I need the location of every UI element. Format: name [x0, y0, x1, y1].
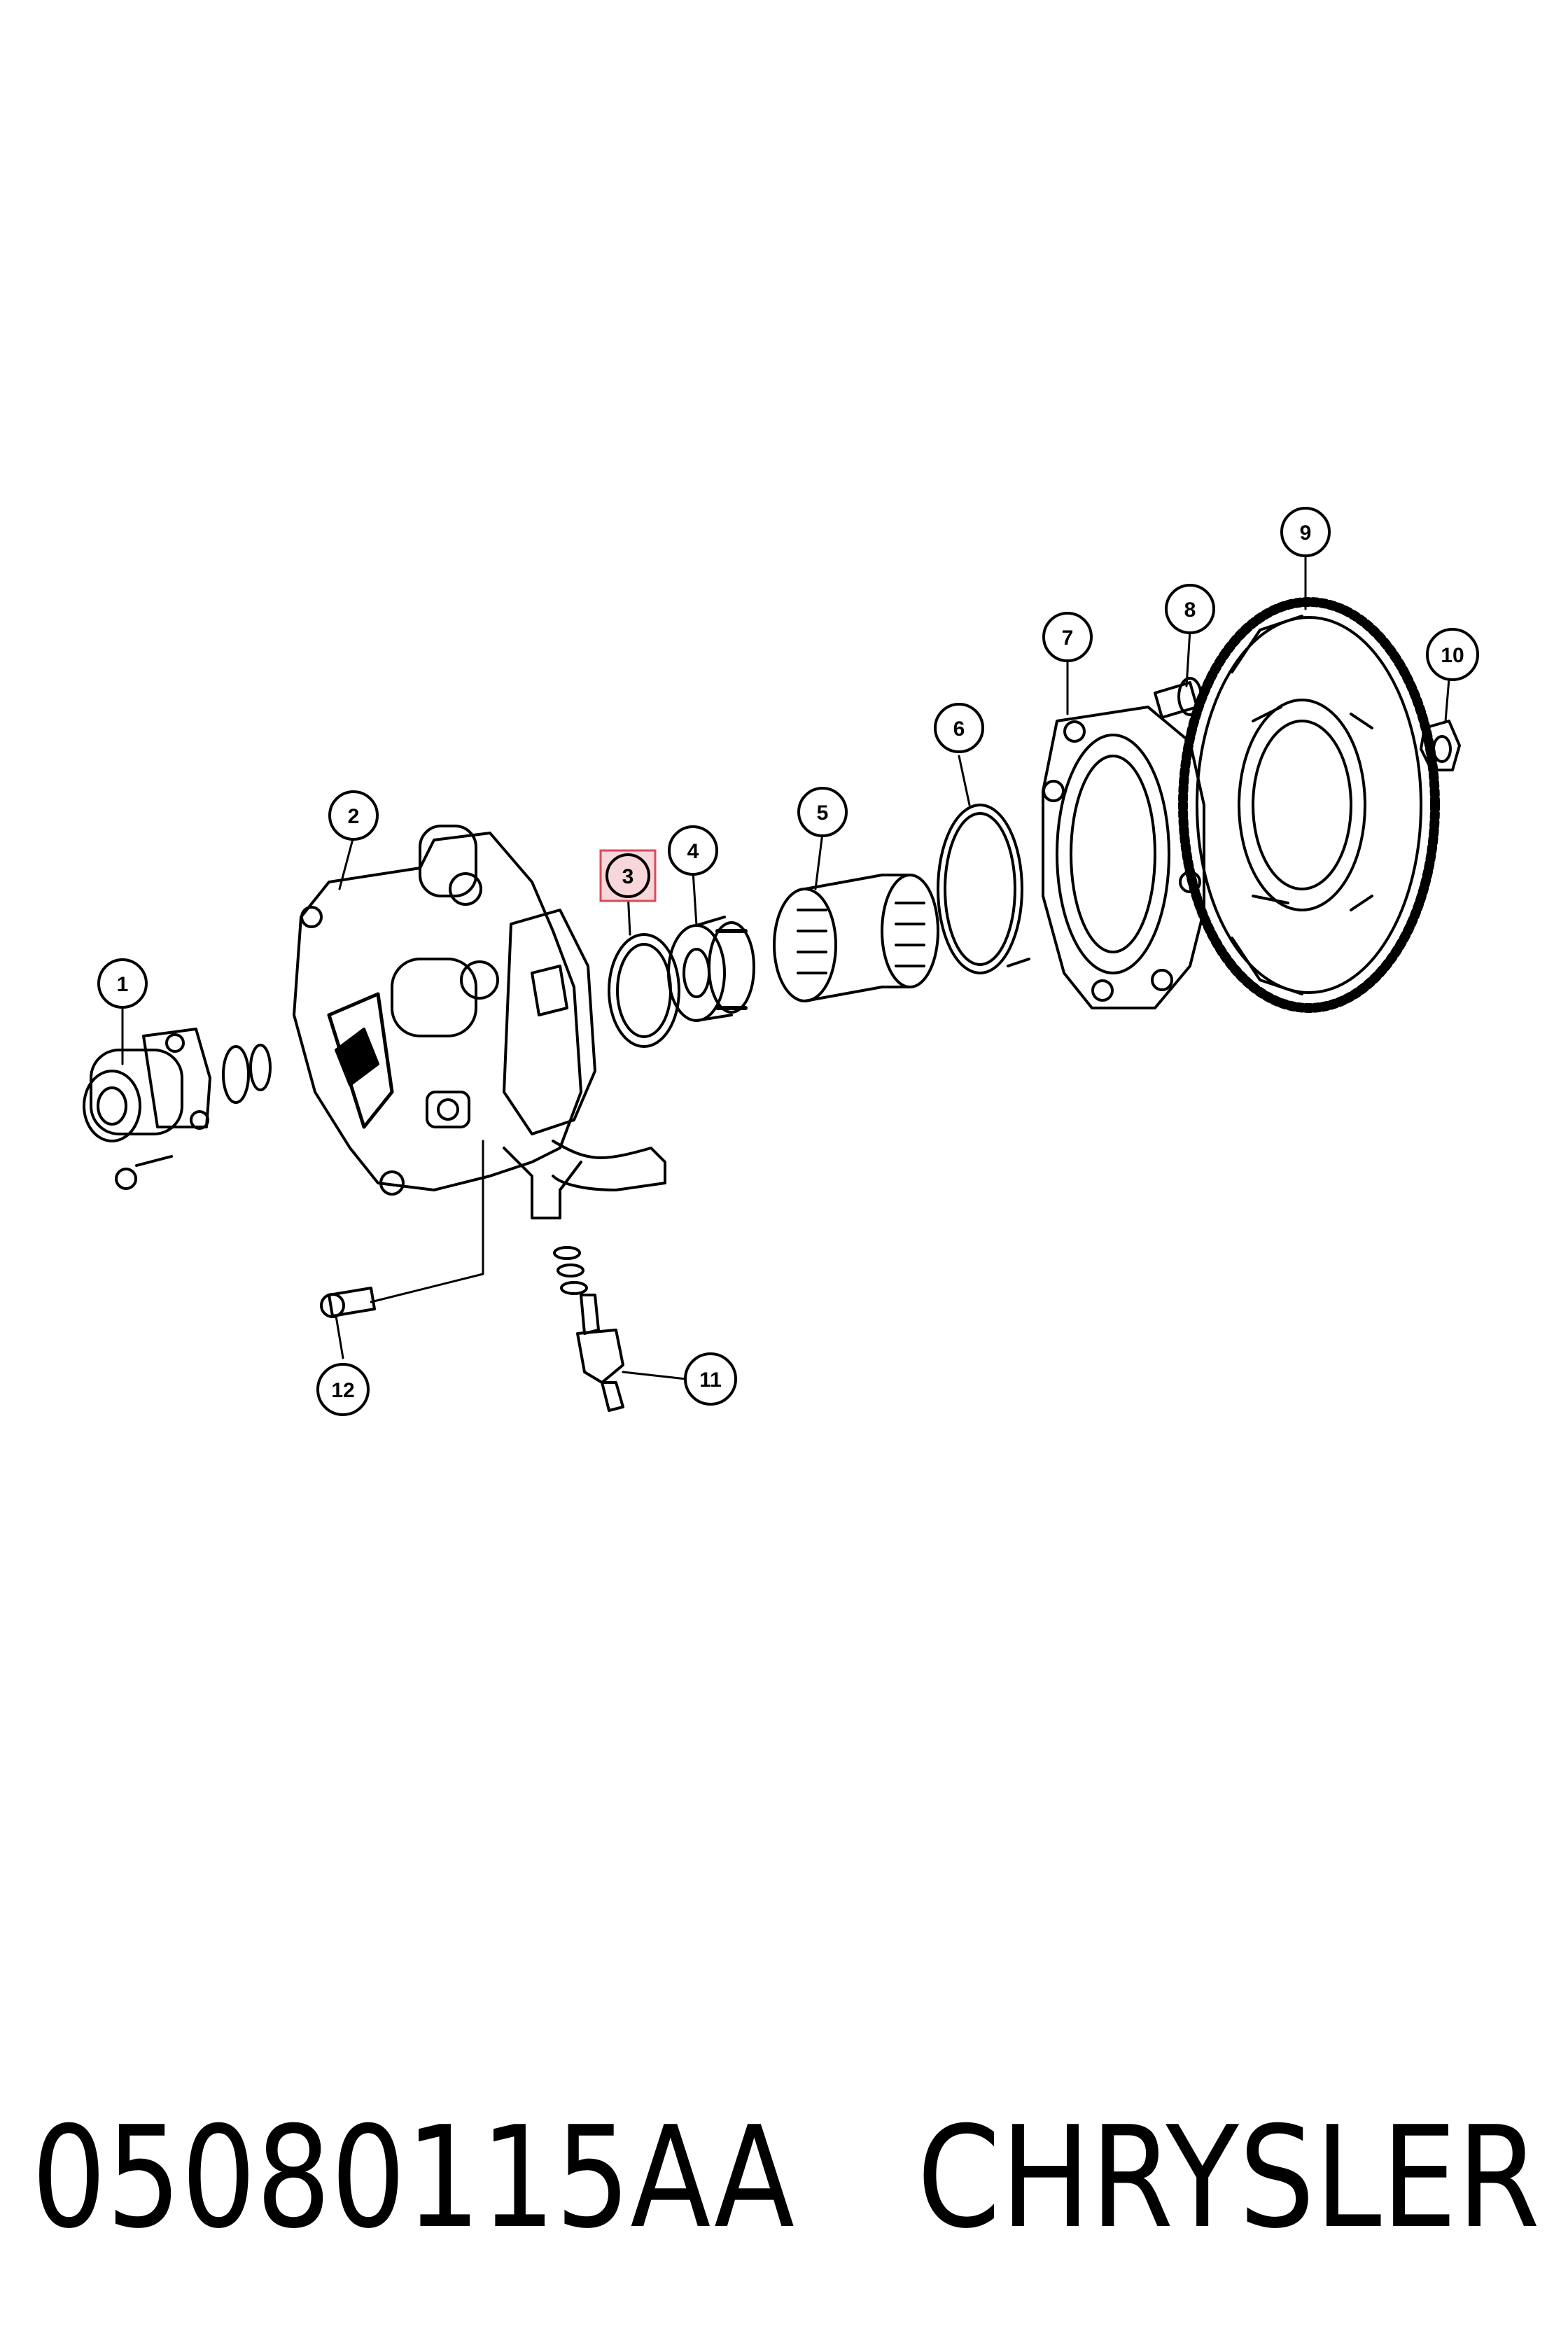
callout-8: 8	[1165, 584, 1215, 634]
callout-1: 1	[97, 958, 148, 1009]
callout-2: 2	[328, 790, 379, 841]
callout-2-label: 2	[348, 805, 360, 828]
callout-3-label: 3	[622, 865, 634, 888]
callout-12: 12	[316, 1363, 370, 1416]
callout-11: 11	[684, 1352, 737, 1406]
callout-6-label: 6	[953, 718, 965, 741]
callout-3-highlighted: 3	[599, 849, 657, 902]
callout-4-label: 4	[687, 840, 699, 863]
part-4-bearing	[667, 916, 755, 1022]
callout-7: 7	[1042, 612, 1093, 662]
part-9-gear	[1178, 597, 1440, 1013]
part-11-sensor	[553, 1246, 624, 1412]
part-7-housing	[1042, 706, 1205, 1009]
callout-1-label: 1	[117, 973, 129, 996]
callout-10: 10	[1426, 628, 1479, 681]
part-10-nut	[1420, 720, 1461, 771]
brand-name: CHRYSLER	[917, 2096, 1540, 2260]
callout-10-label: 10	[1441, 644, 1464, 667]
callout-9: 9	[1280, 507, 1331, 557]
callout-5: 5	[797, 787, 848, 837]
part-6-snap-ring	[937, 804, 1030, 974]
callout-11-label: 11	[699, 1368, 722, 1392]
part-number: 05080115AA	[31, 2096, 794, 2260]
callout-9-label: 9	[1300, 522, 1312, 545]
callout-12-label: 12	[331, 1379, 354, 1402]
part-1-valve	[83, 1028, 272, 1190]
callout-4: 4	[668, 825, 718, 876]
callout-8-label: 8	[1184, 598, 1196, 622]
leader-lines	[121, 552, 1450, 1380]
callout-5-label: 5	[817, 802, 829, 825]
callout-6: 6	[934, 703, 984, 753]
part-2-pump-body	[293, 825, 666, 1219]
part-3-o-ring	[608, 933, 680, 1048]
part-12-bolt	[320, 1287, 376, 1318]
callout-7-label: 7	[1062, 626, 1074, 650]
part-5-sleeve	[773, 874, 939, 1002]
